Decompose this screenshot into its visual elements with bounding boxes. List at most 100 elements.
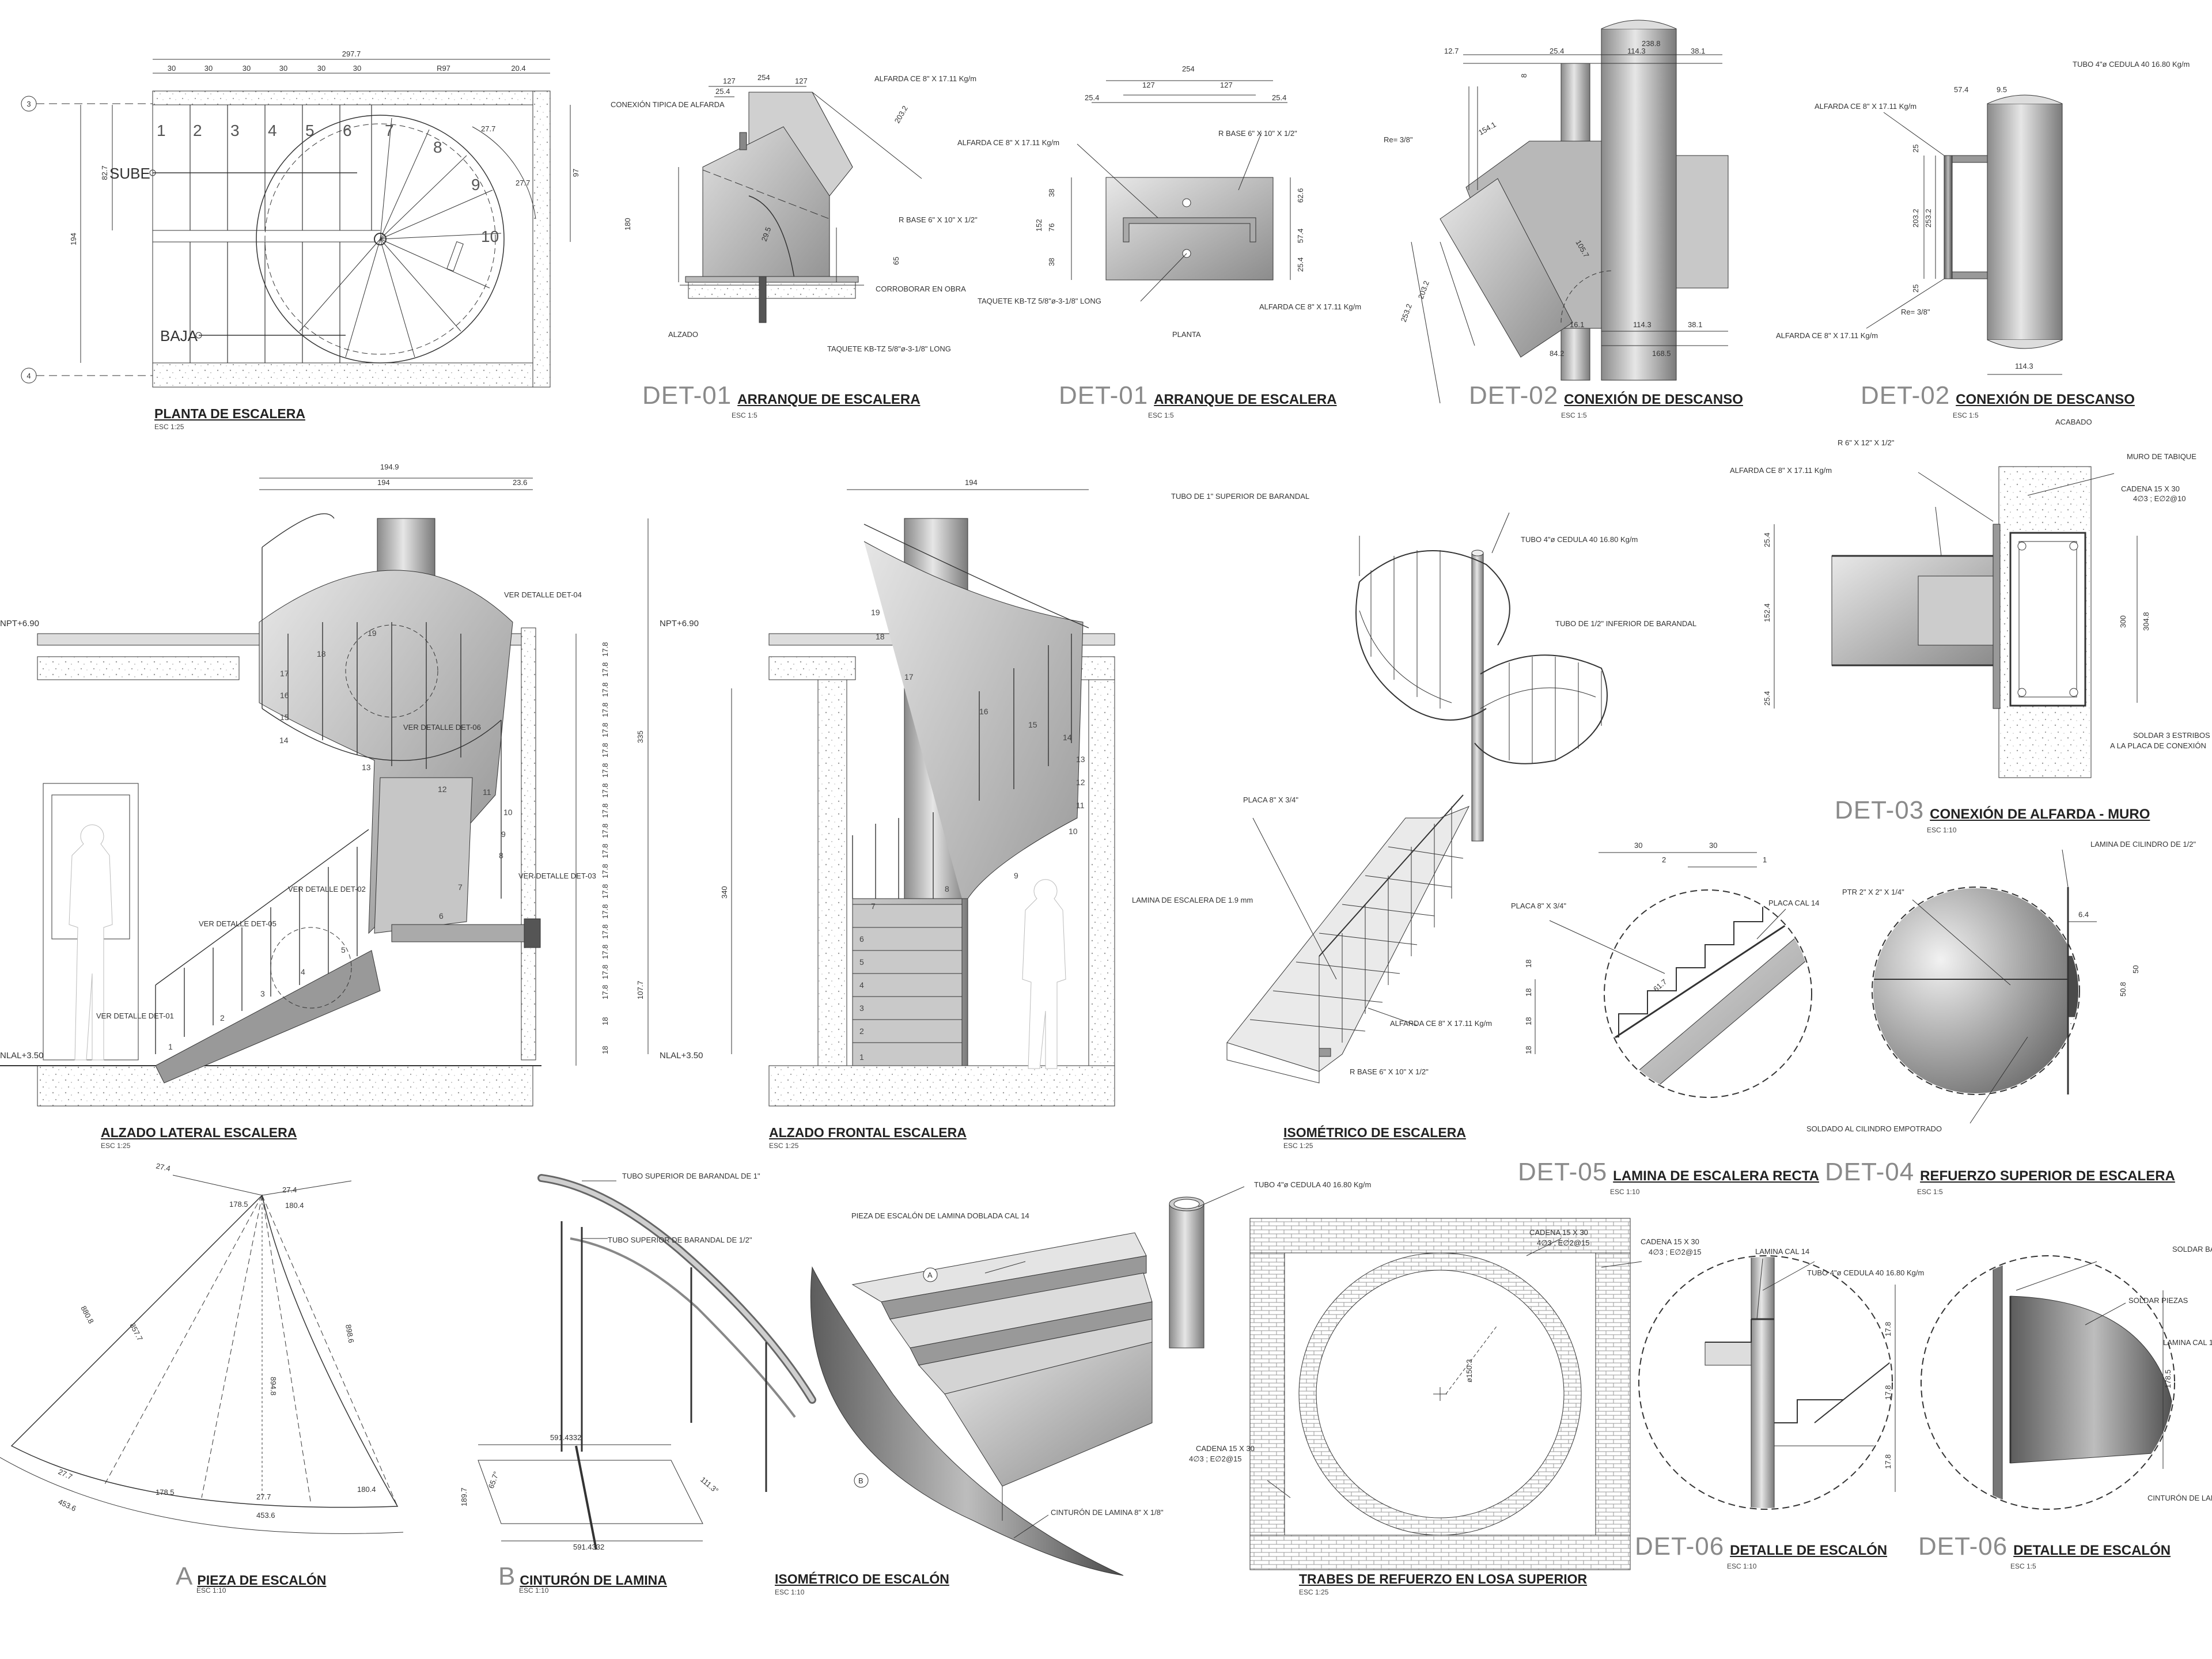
svg-text:17.8: 17.8 bbox=[601, 965, 609, 979]
svg-text:CADENA 15 X 30: CADENA 15 X 30 bbox=[1641, 1237, 1699, 1246]
svg-text:17.8: 17.8 bbox=[601, 884, 609, 899]
svg-text:30: 30 bbox=[353, 64, 361, 73]
svg-text:MURO DE TABIQUE: MURO DE TABIQUE bbox=[2127, 452, 2196, 461]
det02b-labels: TUBO 4"ø CEDULA 40 16.80 Kg/m ALFARDA CE… bbox=[1776, 60, 2190, 370]
svg-text:VER DETALLE DET-02: VER DETALLE DET-02 bbox=[288, 885, 366, 893]
svg-text:12.7: 12.7 bbox=[1444, 47, 1459, 55]
svg-text:16: 16 bbox=[979, 707, 988, 716]
svg-text:898.6: 898.6 bbox=[344, 1324, 355, 1344]
svg-text:LAMINA CAL 14: LAMINA CAL 14 bbox=[1755, 1247, 1809, 1256]
svg-text:18: 18 bbox=[317, 649, 326, 658]
svg-text:25.4: 25.4 bbox=[1550, 47, 1564, 55]
svg-text:30: 30 bbox=[317, 64, 325, 73]
alzado-lateral-labels: NPT+6.90 NLAL+3.50 194.9 194 23.6 335 34… bbox=[0, 463, 729, 1060]
svg-text:ALFARDA CE 8" X 17.11 Kg/m: ALFARDA CE 8" X 17.11 Kg/m bbox=[1815, 102, 1916, 111]
det01-alzado-labels: CONEXIÓN TIPICA DE ALFARDA ALFARDA CE 8"… bbox=[611, 73, 978, 353]
cinturon-drawing bbox=[478, 1174, 816, 1550]
svg-text:PLACA 8" X 3/4": PLACA 8" X 3/4" bbox=[1243, 796, 1298, 804]
svg-text:LAMINA CAL 14: LAMINA CAL 14 bbox=[2163, 1338, 2212, 1347]
svg-text:300: 300 bbox=[2119, 615, 2127, 628]
svg-text:16: 16 bbox=[280, 691, 289, 700]
svg-text:CORROBORAR EN OBRA: CORROBORAR EN OBRA bbox=[876, 285, 966, 293]
svg-text:4: 4 bbox=[859, 980, 864, 990]
svg-text:TAQUETE KB-TZ 5/8"ø-3-1/8" LON: TAQUETE KB-TZ 5/8"ø-3-1/8" LONG bbox=[827, 344, 951, 353]
det01-alzado-drawing bbox=[678, 86, 922, 323]
det01-planta-labels: ALFARDA CE 8" X 17.11 Kg/m R BASE 6" X 1… bbox=[957, 65, 1305, 339]
svg-text:ALFARDA CE 8" X 17.11 Kg/m: ALFARDA CE 8" X 17.11 Kg/m bbox=[1730, 466, 1832, 475]
svg-text:107.7: 107.7 bbox=[636, 980, 645, 999]
svg-text:189.7: 189.7 bbox=[460, 1487, 468, 1506]
svg-text:SOLDADO AL CILINDRO EMPOTRADO: SOLDADO AL CILINDRO EMPOTRADO bbox=[1806, 1124, 1942, 1133]
svg-text:ALFARDA CE 8" X 17.11 Kg/m: ALFARDA CE 8" X 17.11 Kg/m bbox=[957, 138, 1059, 147]
svg-text:38.1: 38.1 bbox=[1691, 47, 1705, 55]
svg-text:17: 17 bbox=[280, 669, 289, 678]
svg-text:11: 11 bbox=[1076, 801, 1085, 810]
dim-total: 297.7 bbox=[342, 50, 361, 58]
svg-text:25.4: 25.4 bbox=[1272, 93, 1286, 102]
svg-text:3: 3 bbox=[230, 122, 240, 139]
svg-text:17.8: 17.8 bbox=[601, 844, 609, 858]
svg-text:238.8: 238.8 bbox=[1642, 39, 1661, 48]
svg-text:127: 127 bbox=[1220, 81, 1233, 89]
alzado-lateral-drawing bbox=[0, 478, 732, 1107]
svg-text:10: 10 bbox=[503, 808, 513, 817]
svg-text:178.5: 178.5 bbox=[229, 1200, 248, 1209]
svg-text:PLACA CAL 14: PLACA CAL 14 bbox=[1768, 899, 1819, 907]
svg-text:2: 2 bbox=[1662, 855, 1666, 864]
svg-text:ALZADO: ALZADO bbox=[668, 330, 698, 339]
svg-text:VER DETALLE DET-03: VER DETALLE DET-03 bbox=[518, 872, 596, 880]
svg-text:NPT+6.90: NPT+6.90 bbox=[660, 619, 699, 628]
svg-text:3: 3 bbox=[859, 1003, 864, 1013]
det06b-labels: SOLDAR BARANDAL A CINTURÓN DE LAMINA SOL… bbox=[2128, 1245, 2212, 1502]
svg-text:27.7: 27.7 bbox=[516, 179, 530, 187]
svg-text:17.8: 17.8 bbox=[601, 945, 609, 959]
svg-text:18: 18 bbox=[876, 632, 885, 641]
svg-text:ø150.3: ø150.3 bbox=[1465, 1359, 1474, 1382]
svg-text:5: 5 bbox=[341, 945, 346, 955]
svg-text:7: 7 bbox=[458, 882, 463, 892]
svg-text:27.4: 27.4 bbox=[282, 1185, 297, 1194]
svg-text:17.8: 17.8 bbox=[1884, 1455, 1892, 1469]
svg-text:17.8: 17.8 bbox=[601, 683, 609, 697]
baja-label: BAJA bbox=[160, 327, 198, 344]
svg-text:19: 19 bbox=[871, 608, 880, 617]
svg-text:5: 5 bbox=[305, 122, 315, 139]
svg-text:15: 15 bbox=[280, 713, 289, 722]
svg-text:9: 9 bbox=[1014, 871, 1018, 880]
svg-text:NLAL+3.50: NLAL+3.50 bbox=[0, 1051, 43, 1060]
svg-text:17.8: 17.8 bbox=[601, 783, 609, 798]
svg-text:Re= 3/8": Re= 3/8" bbox=[1901, 308, 1930, 316]
svg-text:7: 7 bbox=[385, 122, 394, 139]
svg-text:111.3°: 111.3° bbox=[699, 1475, 720, 1495]
svg-text:TUBO 4"ø CEDULA 40 16.80 Kg/m: TUBO 4"ø CEDULA 40 16.80 Kg/m bbox=[1521, 535, 1638, 544]
svg-text:ACABADO: ACABADO bbox=[2055, 418, 2092, 426]
svg-text:62.6: 62.6 bbox=[1296, 188, 1305, 203]
svg-text:30: 30 bbox=[243, 64, 251, 73]
det03-labels: ACABADO R 6" X 12" X 1/2" MURO DE TABIQU… bbox=[1730, 418, 2210, 750]
svg-text:14: 14 bbox=[279, 736, 289, 745]
svg-text:203.2: 203.2 bbox=[893, 104, 910, 125]
svg-text:254: 254 bbox=[1182, 65, 1195, 73]
svg-text:18: 18 bbox=[601, 1017, 609, 1025]
svg-text:4∅3 ; E∅2@15: 4∅3 ; E∅2@15 bbox=[1649, 1248, 1702, 1256]
svg-text:50: 50 bbox=[2131, 965, 2140, 974]
svg-text:30: 30 bbox=[168, 64, 176, 73]
svg-text:30: 30 bbox=[1709, 841, 1717, 850]
svg-text:880.8: 880.8 bbox=[79, 1304, 96, 1325]
svg-text:11: 11 bbox=[483, 787, 491, 797]
svg-text:17.8: 17.8 bbox=[601, 925, 609, 939]
svg-text:25.4: 25.4 bbox=[1085, 93, 1099, 102]
svg-text:13: 13 bbox=[362, 763, 371, 772]
svg-text:PLANTA: PLANTA bbox=[1172, 330, 1201, 339]
svg-text:340: 340 bbox=[720, 886, 729, 899]
svg-text:18: 18 bbox=[1524, 988, 1533, 997]
svg-text:30: 30 bbox=[1634, 841, 1642, 850]
svg-text:18: 18 bbox=[1524, 1046, 1533, 1054]
